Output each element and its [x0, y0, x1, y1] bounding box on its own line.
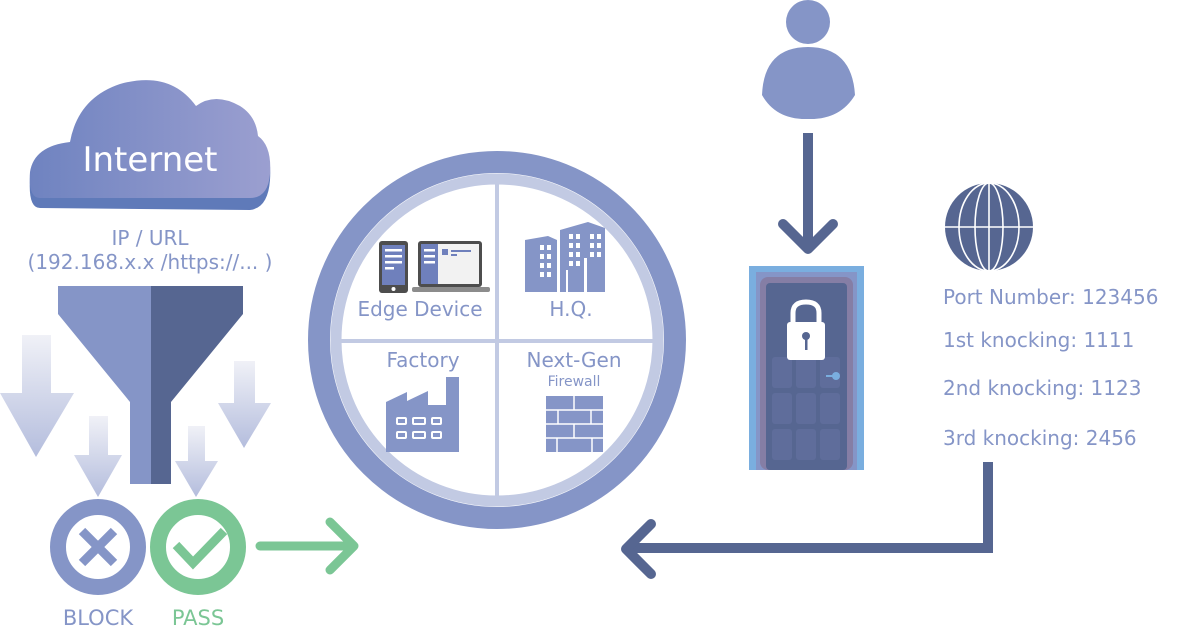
down-arrow-icon — [218, 361, 271, 448]
ip-url-label: IP / URL — [111, 226, 189, 250]
knock-2-label: 2nd knocking: 1123 — [943, 376, 1141, 400]
quadrant-firewall-label: Next-Gen — [526, 348, 621, 372]
pass-label: PASS — [172, 606, 224, 630]
funnel-icon — [58, 286, 243, 484]
filter-arrows — [0, 335, 271, 497]
user-icon — [762, 0, 855, 120]
down-arrow-icon — [175, 426, 218, 497]
down-arrow-icon — [0, 335, 74, 457]
locked-door-icon — [749, 266, 864, 470]
return-arrow-icon — [621, 462, 993, 579]
block-label: BLOCK — [63, 606, 135, 630]
brick-wall-icon — [546, 396, 603, 452]
internet-cloud-icon — [29, 80, 271, 210]
quadrant-hq-label: H.Q. — [549, 297, 592, 321]
quadrant-edge-device-label: Edge Device — [357, 297, 482, 321]
pass-icon — [150, 499, 246, 595]
buildings-icon — [525, 222, 605, 292]
quadrant-factory-label: Factory — [386, 348, 459, 372]
down-arrow-icon — [778, 133, 838, 254]
block-icon — [50, 499, 146, 595]
factory-icon — [386, 377, 459, 452]
port-number-label: Port Number: 123456 — [943, 285, 1158, 309]
pass-arrow-icon — [255, 517, 359, 575]
network-circle — [308, 151, 686, 529]
down-arrow-icon — [74, 416, 122, 497]
ip-url-example: (192.168.x.x /https://... ) — [28, 250, 273, 274]
quadrant-firewall-sublabel: Firewall — [548, 374, 601, 390]
knock-1-label: 1st knocking: 1111 — [943, 328, 1134, 352]
edge-device-icon — [379, 241, 490, 293]
internet-label: Internet — [82, 140, 217, 180]
knock-3-label: 3rd knocking: 2456 — [943, 426, 1137, 450]
globe-icon — [945, 182, 1033, 272]
